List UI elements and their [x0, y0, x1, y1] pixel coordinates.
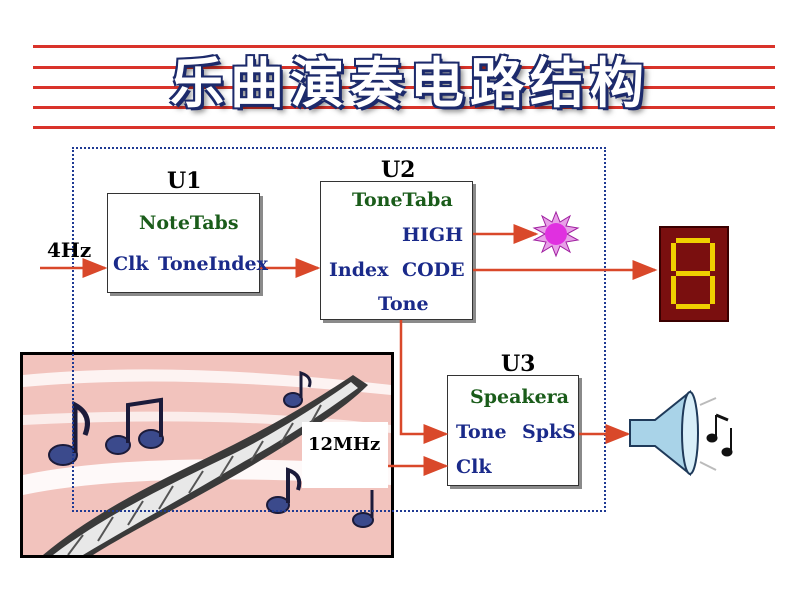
title-rule-4 [33, 106, 775, 109]
system-boundary [72, 147, 606, 512]
u2-port-code: CODE [402, 259, 465, 281]
u3-port-tone: Tone [456, 421, 507, 443]
music-notes-icon [23, 355, 391, 555]
u3-port-clk: Clk [456, 456, 492, 478]
speaker-icon [629, 389, 733, 477]
u1-block [107, 193, 260, 293]
title-rule-5 [33, 126, 775, 129]
u3-block-name: Speakera [470, 386, 569, 408]
u1-port-toneindex: ToneIndex [158, 253, 268, 275]
u2-block [320, 181, 473, 320]
u2-block-name: ToneTaba [352, 189, 453, 211]
seven-segment-display-icon [659, 226, 729, 322]
u1-block-name: NoteTabs [139, 212, 239, 234]
u2-unit-label: U2 [381, 157, 416, 183]
title-rule-2 [33, 66, 775, 69]
arrow-tone-to-u3 [399, 320, 449, 444]
u3-block [447, 375, 579, 486]
signal-4hz-label: 4Hz [47, 238, 92, 262]
led-icon [532, 210, 580, 258]
title-rule-1 [33, 45, 775, 48]
clock-label-box [302, 422, 388, 488]
piano-keyboard-picture [20, 352, 394, 558]
u2-port-high: HIGH [402, 224, 464, 246]
u3-unit-label: U3 [501, 351, 536, 377]
signal-12mhz-label: 12MHz [308, 434, 381, 455]
u2-port-index: Index [329, 259, 389, 281]
title-rule-3 [33, 86, 775, 89]
page-title: 乐曲演奏电路结构 [170, 52, 650, 115]
u2-port-tone: Tone [378, 293, 429, 315]
u1-unit-label: U1 [167, 168, 202, 194]
u3-port-spks: SpkS [522, 421, 576, 443]
u1-port-clk: Clk [113, 253, 149, 275]
